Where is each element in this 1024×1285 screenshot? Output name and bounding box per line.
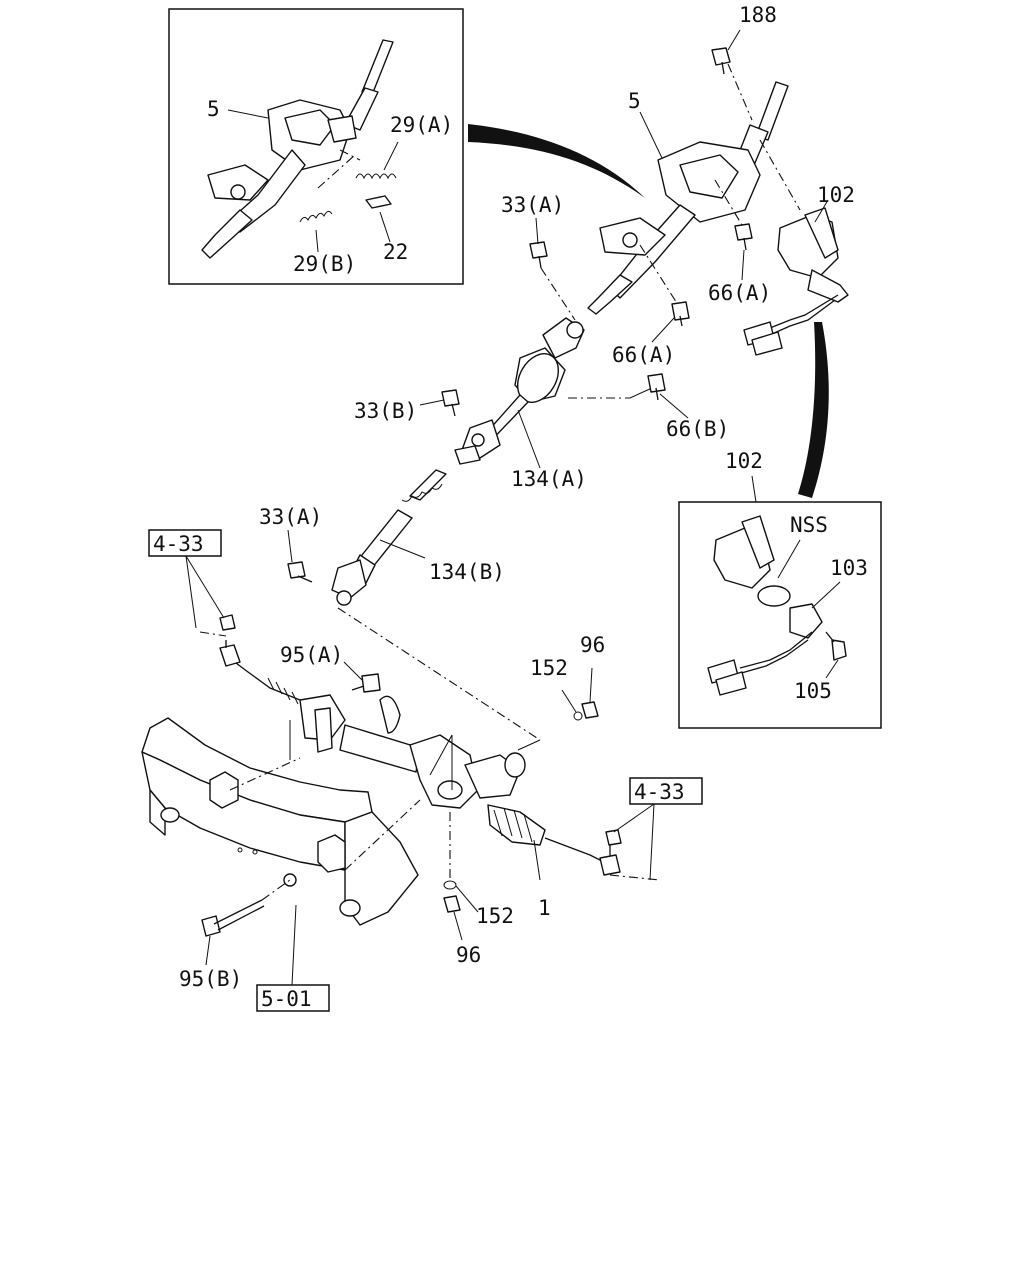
label-inset-5: 5 [207,97,220,121]
bolt-188 [711,29,741,75]
lower-shaft-134b [331,469,447,606]
alignment-lines [199,631,661,986]
ignition-switch-102 [743,199,849,356]
bolt-66a-right [734,223,753,251]
ref-box-5-01: 5-01 [256,984,330,1012]
label-103: 103 [830,556,868,580]
curved-arrow-right [798,322,829,498]
label-134a: 134(A) [511,467,587,491]
label-66a-mid: 66(A) [612,343,675,367]
bolt-95a [343,661,381,693]
label-inset-29b: 29(B) [293,252,356,276]
label-96-low: 96 [456,943,481,967]
washer-152-low [443,880,479,913]
label-152-top: 152 [530,656,568,680]
intermediate-shaft-134a [454,317,653,469]
label-5: 5 [628,89,641,113]
label-nss: NSS [790,513,828,537]
nut-96-low [443,895,463,941]
inset-ignition-detail [678,475,882,729]
label-1: 1 [538,896,551,920]
steering-column [587,63,801,315]
washer-152-top [561,689,583,721]
tie-rod-end-left [219,614,241,667]
inset-column-detail: 5 29(A) 29(B) 22 [168,8,464,285]
nut-96-top [581,667,599,719]
label-102-box: 102 [725,449,763,473]
label-96-top: 96 [580,633,605,657]
label-134b: 134(B) [429,560,505,584]
label-33a-top: 33(A) [501,193,564,217]
ref-4-33-left: 4-33 [153,532,204,556]
label-66b: 66(B) [666,417,729,441]
label-188: 188 [739,3,777,27]
ref-box-4-33-right: 4-33 [613,777,703,881]
label-33a-low: 33(A) [259,505,322,529]
bolt-66b [647,373,666,401]
label-inset-29a: 29(A) [390,113,453,137]
curved-arrow-top [468,124,645,198]
label-152-low: 152 [476,904,514,928]
bolt-66a-mid [671,301,690,327]
ref-5-01: 5-01 [261,987,312,1011]
ref-4-33-right: 4-33 [634,780,685,804]
bolt-33b [419,389,460,417]
label-102-top: 102 [817,183,855,207]
bolt-33a-top [529,241,576,321]
label-105: 105 [794,679,832,703]
label-66a-right: 66(A) [708,281,771,305]
bolt-33a-low [287,529,313,583]
front-crossmember [141,717,419,926]
bolt-95b [201,899,265,966]
ref-box-4-33-left: 4-33 [148,529,225,629]
steering-rack-1 [231,659,605,881]
label-95b: 95(B) [179,967,242,991]
label-33b: 33(B) [354,399,417,423]
label-inset-22: 22 [383,240,408,264]
label-95a: 95(A) [280,643,343,667]
tie-rod-end-right [599,829,622,876]
